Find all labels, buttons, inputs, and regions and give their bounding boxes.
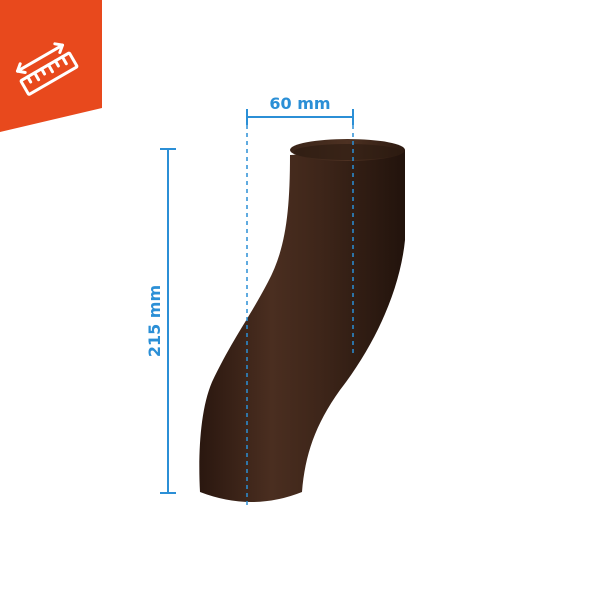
pipe-body	[199, 150, 405, 502]
measure-badge	[0, 0, 102, 132]
pipe-offset-bend	[199, 139, 405, 502]
ruler-measure-icon	[15, 42, 79, 96]
width-dimension	[246, 109, 354, 505]
width-label: 60 mm	[269, 94, 330, 113]
height-dimension	[160, 148, 176, 494]
height-label: 215 mm	[145, 285, 164, 357]
badge-background	[0, 0, 102, 132]
pipe-top-opening	[293, 144, 402, 160]
